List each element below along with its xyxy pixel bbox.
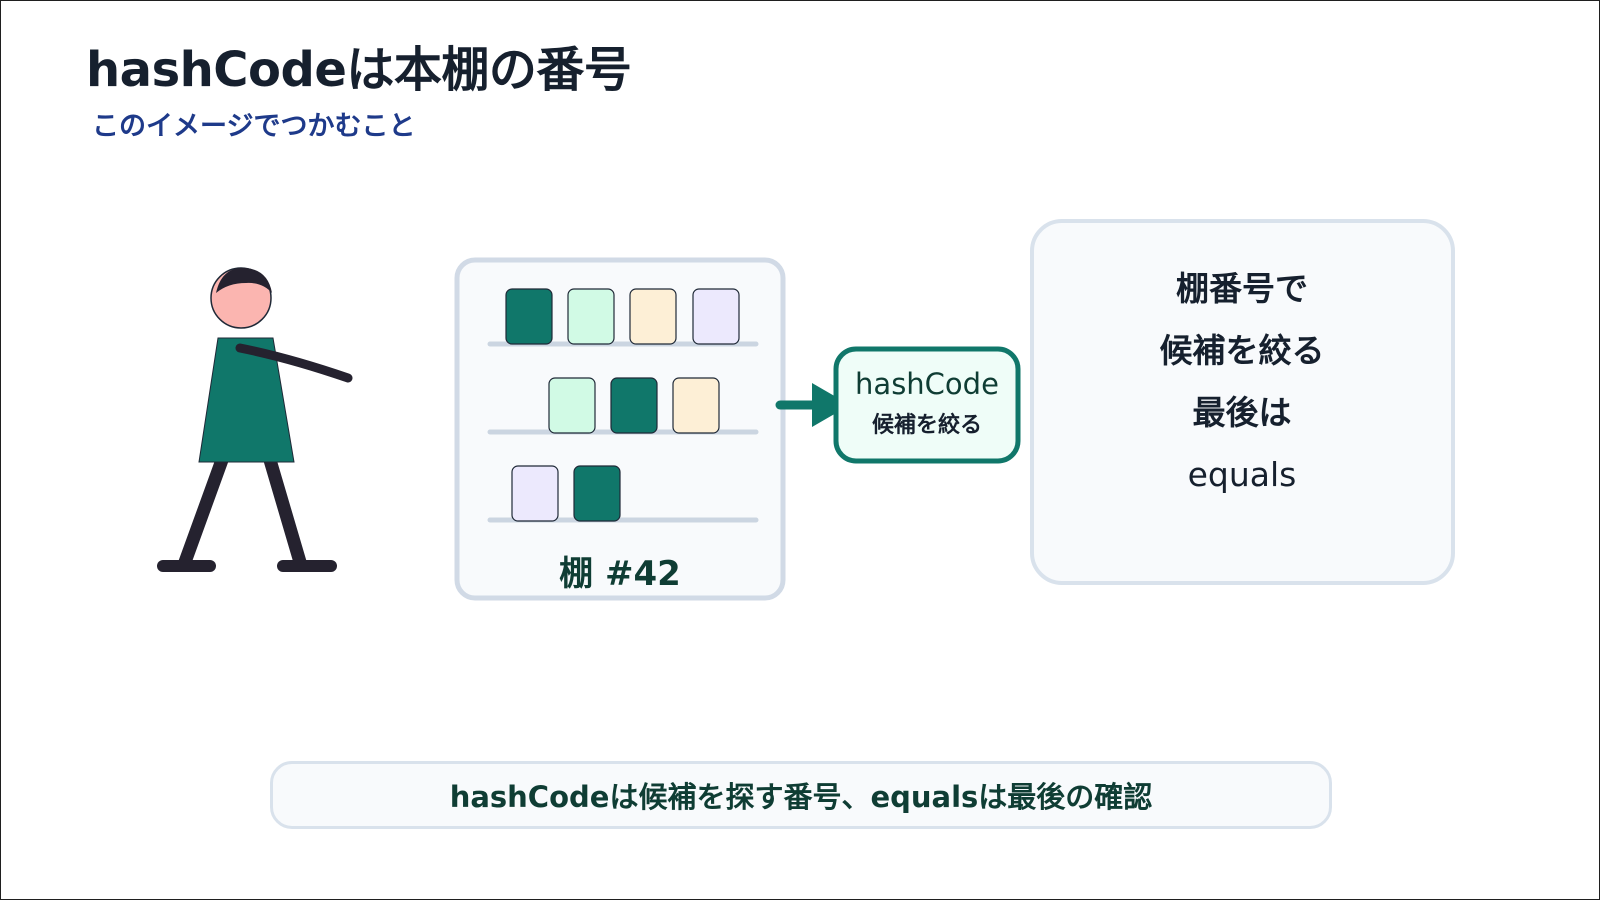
explanation-line: 棚番号で [1176,269,1308,308]
book-mint [567,288,615,345]
person-left-leg [178,453,229,569]
book-lavender [511,465,559,522]
book-mint [548,377,596,434]
caption-text: hashCodeは候補を探す番号、equalsは最後の確認 [449,780,1153,814]
explanation-panel-frame [1030,219,1455,585]
arrow-right-icon [775,383,850,427]
shelf-label: 棚 #42 [559,554,681,594]
book-cream [629,288,677,345]
hashcode-box-frame [833,346,1021,464]
person-hair [216,267,272,293]
explanation-line: 候補を絞る [1160,331,1325,370]
hashcode-box-subtitle: 候補を絞る [872,412,982,438]
hashcode-box: hashCode 候補を絞る [833,346,1021,464]
person-right-leg [263,453,307,569]
person-figure-icon [157,267,353,572]
bookshelf: 棚 #42 [454,257,786,601]
explanation-line: equals [1188,455,1297,494]
caption-box: hashCodeは候補を探す番号、equalsは最後の確認 [270,761,1332,829]
book-teal [610,377,658,434]
book-teal [505,288,553,345]
book-lavender [692,288,740,345]
arrow-head [812,383,850,427]
hashcode-box-title: hashCode [855,367,999,401]
page-subtitle: このイメージでつかむこと [92,111,416,142]
person-body [198,337,295,463]
person-arm [235,343,353,383]
explanation-panel: 棚番号で 候補を絞る 最後は equals [1030,219,1455,585]
page-title: hashCodeは本棚の番号 [86,42,632,98]
book-cream [672,377,720,434]
explanation-line: 最後は [1193,393,1292,432]
book-teal [573,465,621,522]
